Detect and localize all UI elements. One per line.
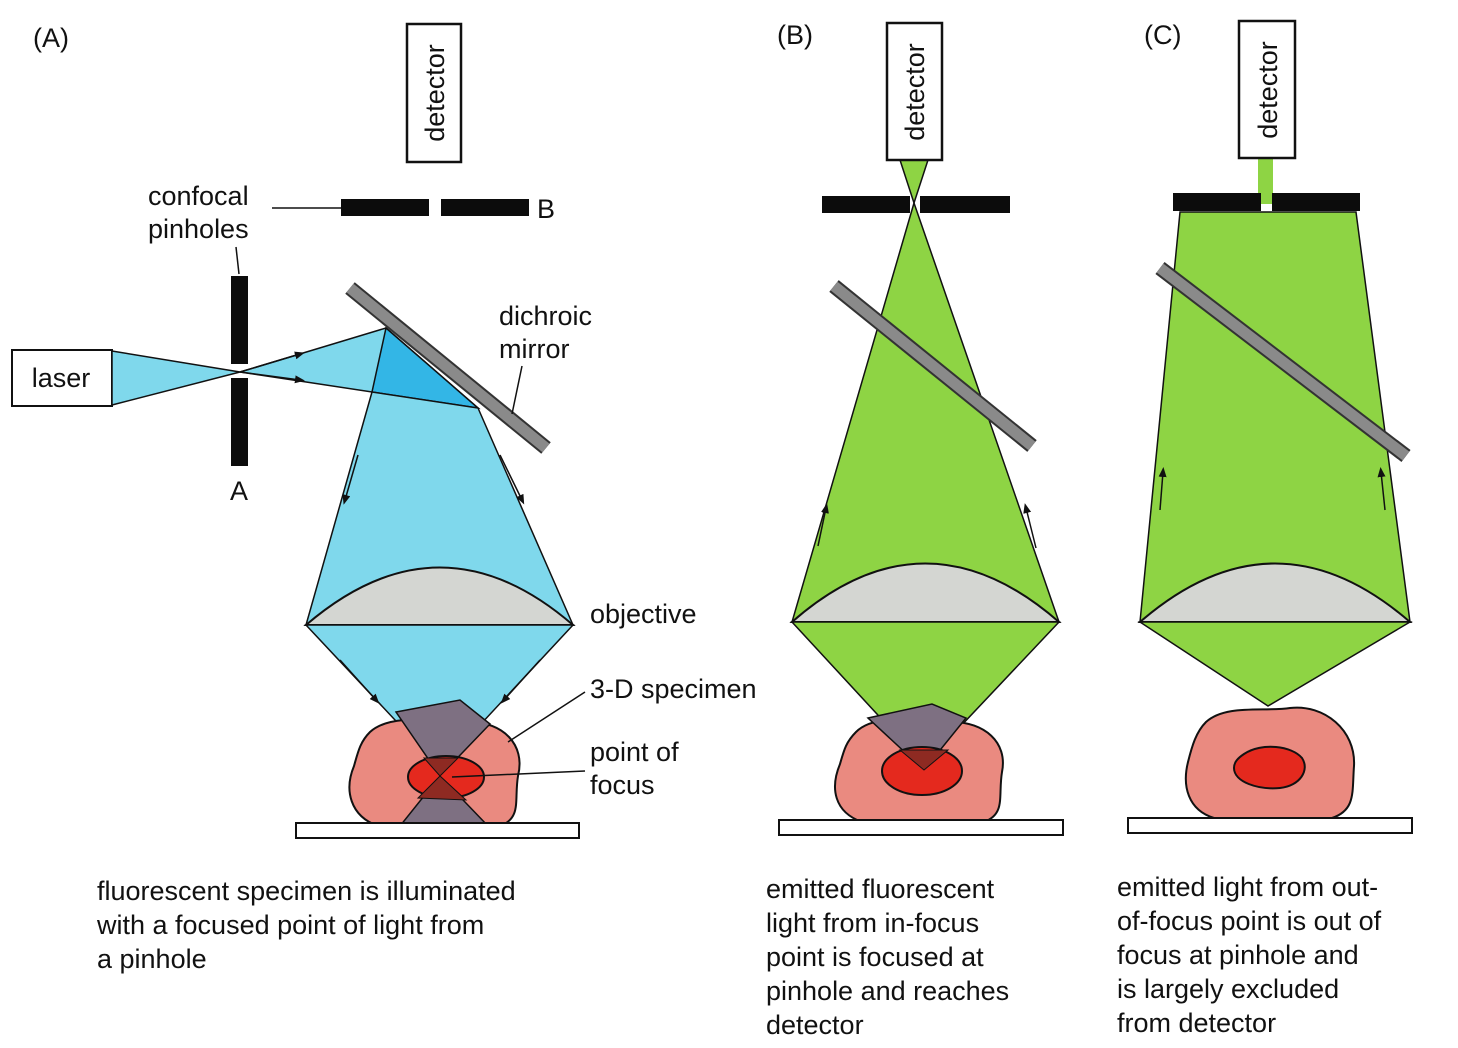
dichroic-label-1: dichroic xyxy=(499,301,592,331)
panel-a-caption-line: fluorescent specimen is illuminated xyxy=(97,876,516,906)
focus-leader xyxy=(451,770,586,778)
slide-b xyxy=(778,819,1064,836)
panel-b-detector: detector xyxy=(885,21,944,162)
pinhole-b-right xyxy=(441,199,529,216)
objective-label: objective xyxy=(590,599,697,629)
panel-a-caption-line: a pinhole xyxy=(97,944,207,974)
panel-b-caption: emitted fluorescent light from in-focus … xyxy=(766,872,1009,1042)
panel-c-detector-label: detector xyxy=(1253,41,1283,139)
panel-b-caption-line: pinhole and reaches xyxy=(766,976,1010,1006)
mirror-c xyxy=(1156,263,1410,461)
panel-a-caption-line: with a focused point of light from xyxy=(97,910,485,940)
panel-b-caption-line: light from in-focus xyxy=(766,908,980,938)
slide-a xyxy=(295,822,580,839)
up-arrow-right-b xyxy=(1023,503,1037,549)
mirror-b xyxy=(830,281,1036,451)
pinhole-b-left-bar xyxy=(822,196,910,213)
panel-c-caption: emitted light from out- of-focus point i… xyxy=(1117,870,1381,1040)
pinhole-b-left xyxy=(341,199,429,216)
pinhole-b-label: B xyxy=(537,194,555,224)
focus-dark-upper xyxy=(422,757,460,777)
laser-label: laser xyxy=(32,363,91,393)
panel-b: (B) detector xyxy=(777,20,1064,836)
specimen-label: 3-D specimen xyxy=(590,674,757,704)
detector-beam-c xyxy=(1258,158,1273,204)
focus-label-2: focus xyxy=(590,770,655,800)
panel-c: (C) detector xyxy=(1127,19,1413,834)
laser-box: laser xyxy=(11,349,113,407)
focus-cone-c xyxy=(1137,621,1413,707)
panel-c-caption-line: emitted light from out- xyxy=(1117,872,1379,902)
focus-dark-lower xyxy=(416,775,468,801)
emission-cone-c xyxy=(1139,211,1411,623)
panel-b-caption-line: point is focused at xyxy=(766,942,984,972)
confocal-pinholes-label-1: confocal xyxy=(148,181,249,211)
focus-arrow-right xyxy=(500,659,541,704)
panel-b-detector-label: detector xyxy=(900,43,930,141)
point-of-focus-c xyxy=(1232,745,1306,790)
panel-c-tag: (C) xyxy=(1144,20,1181,50)
focus-cone-b xyxy=(790,621,1061,767)
panel-a-tag: (A) xyxy=(33,23,69,53)
leader-line-a xyxy=(235,246,240,275)
beam-arrow-upper xyxy=(239,351,305,373)
up-arrow-left-b xyxy=(817,503,829,547)
panel-b-caption-line: detector xyxy=(766,1010,864,1040)
objective-lens-b xyxy=(789,562,1062,623)
focus-arrow-left xyxy=(339,659,380,704)
pinhole-b-right-bar xyxy=(920,196,1010,213)
pinhole-c-left-bar xyxy=(1173,193,1261,211)
emission-cone-b xyxy=(791,200,1061,623)
specimen-leader xyxy=(507,691,586,743)
panel-c-caption-line: focus at pinhole and xyxy=(1117,940,1359,970)
panel-c-caption-line: from detector xyxy=(1117,1008,1277,1038)
dichroic-mirror xyxy=(346,283,550,453)
down-arrow-right xyxy=(499,454,525,505)
dichroic-leader xyxy=(511,365,523,415)
panel-a-caption: fluorescent specimen is illuminated with… xyxy=(97,874,516,976)
dichroic-label-2: mirror xyxy=(499,334,569,364)
panel-c-caption-line: is largely excluded xyxy=(1117,974,1340,1004)
slide-c xyxy=(1127,817,1413,834)
up-arrow-right-c xyxy=(1377,467,1386,511)
focus-dark-b xyxy=(898,749,950,771)
point-of-focus-b xyxy=(881,746,963,796)
beam-arrow-lower xyxy=(239,371,305,384)
panel-a-detector-label: detector xyxy=(420,44,450,142)
confocal-pinholes-label-2: pinholes xyxy=(148,214,249,244)
hourglass-top xyxy=(394,699,492,778)
objective-lens-a xyxy=(303,566,576,626)
panel-c-caption-line: of-focus point is out of xyxy=(1117,906,1382,936)
pinhole-a-bottom xyxy=(231,378,248,466)
panel-b-caption-line: emitted fluorescent xyxy=(766,874,995,904)
down-arrow-left xyxy=(342,454,359,505)
panel-c-detector: detector xyxy=(1237,19,1297,160)
panel-a: (A) detector B confocal pinholes laser xyxy=(11,22,757,839)
laser-beam-in xyxy=(111,350,241,406)
pinhole-a-top xyxy=(231,276,248,364)
up-arrow-left-c xyxy=(1158,467,1167,511)
objective-lens-c xyxy=(1137,562,1413,623)
panel-b-tag: (B) xyxy=(777,20,813,50)
focus-label-1: point of xyxy=(590,737,679,767)
pinhole-a-label: A xyxy=(230,476,248,506)
panel-a-detector: detector xyxy=(405,22,463,164)
pinhole-c-right-bar xyxy=(1272,193,1360,211)
